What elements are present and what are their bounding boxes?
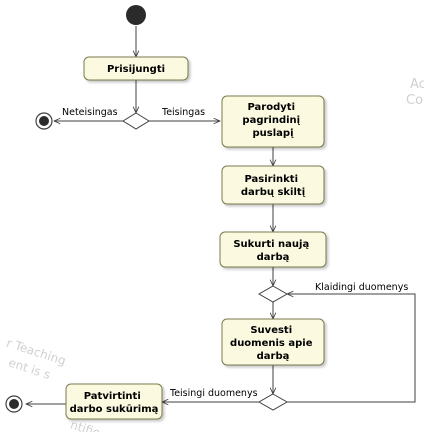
action-confirm-job-creation: Patvirtinti darbo sukūrimą	[65, 383, 163, 420]
initial-node	[126, 5, 146, 25]
action-create-job-line1: Sukurti naują	[233, 239, 309, 250]
watermark-right-1: Ac	[410, 77, 424, 92]
guard-valid-data: Teisingi duomenys	[169, 388, 258, 399]
action-confirm-line2: darbo sukūrimą	[70, 404, 159, 415]
decision-data-check	[257, 393, 289, 411]
action-enter-data-line3: darbą	[257, 351, 290, 362]
watermark-left-3: ntifies	[69, 418, 108, 432]
action-enter-data-line1: Suvesti	[250, 325, 292, 336]
edge-decision3-loop-to-decision2	[287, 294, 416, 403]
action-login-label: Prisijungti	[107, 64, 165, 75]
action-enter-data-line2: duomenis apie	[230, 338, 313, 349]
action-confirm-line1: Patvirtinti	[84, 391, 141, 402]
svg-text:Parodyti pagrindinį: Parodyti pagrindinį puslapį	[242, 102, 303, 139]
decision-credentials	[122, 112, 150, 130]
action-login: Prisijungti	[83, 56, 189, 81]
svg-text:Pasirinkti darbų skiltį: Pasirinkti darbų skiltį	[241, 174, 306, 198]
action-create-new-job: Sukurti naują darbą	[219, 231, 327, 268]
guard-incorrect: Neteisingas	[62, 107, 118, 118]
svg-text:Suvesti duomenis apie: Suvesti duomenis apie darbą	[230, 325, 316, 362]
action-select-jobs-line1: Pasirinkti	[244, 174, 298, 185]
action-show-main-page-line3: puslapį	[253, 128, 295, 139]
svg-text:Sukurti naują darbą: Sukurti naują darbą	[233, 239, 312, 263]
action-create-job-line2: darbą	[257, 252, 290, 263]
action-show-main-page: Parodyti pagrindinį puslapį	[221, 95, 325, 148]
edges	[26, 26, 416, 404]
decision-data-valid	[257, 285, 289, 303]
action-select-jobs-line2: darbų skiltį	[241, 187, 306, 198]
action-show-main-page-line2: pagrindinį	[242, 115, 300, 126]
guard-correct: Teisingas	[161, 107, 205, 118]
action-enter-job-data: Suvesti duomenis apie darbą	[221, 318, 325, 366]
final-node-1	[35, 112, 53, 130]
guard-invalid-data: Klaidingi duomenys	[315, 282, 408, 293]
svg-text:Patvirtinti darbo sukūri: Patvirtinti darbo sukūrimą	[70, 391, 159, 415]
action-select-jobs-section: Pasirinkti darbų skiltį	[221, 165, 325, 205]
action-show-main-page-line1: Parodyti	[248, 102, 296, 113]
final-node-2	[5, 395, 23, 413]
watermark-right-2: Co	[406, 93, 423, 108]
